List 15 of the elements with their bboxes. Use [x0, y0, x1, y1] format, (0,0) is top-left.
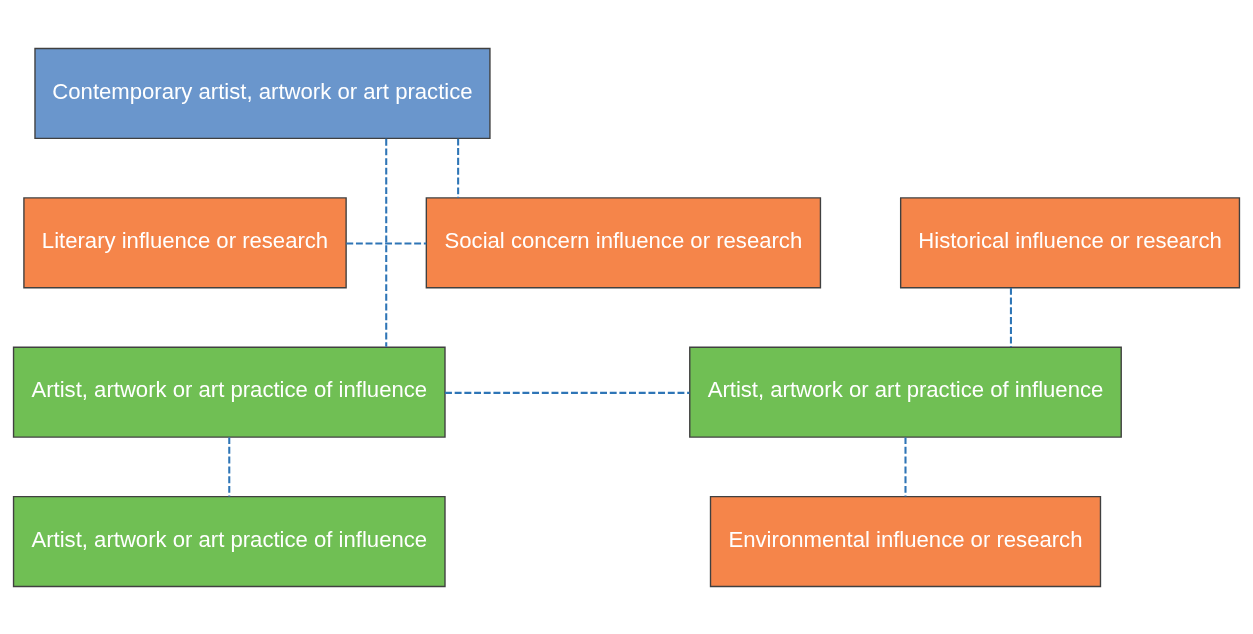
connector [346, 242, 427, 245]
connector [228, 436, 231, 496]
node-box: Artist, artwork or art practice of influence [689, 346, 1122, 438]
node-box: Social concern influence or research [425, 196, 822, 288]
connector [1009, 287, 1012, 347]
connector [457, 138, 460, 198]
node-box: Artist, artwork or art practice of influence [12, 346, 446, 438]
node-box: Environmental influence or research [709, 495, 1102, 587]
node-box: Contemporary artist, artwork or art practice [34, 47, 491, 139]
node-box: Historical influence or research [899, 196, 1241, 288]
node-box: Artist, artwork or art practice of influence [12, 495, 446, 587]
node-box: Literary influence or research [23, 196, 347, 288]
connector [385, 138, 388, 347]
connector [445, 391, 690, 394]
connector [904, 436, 907, 496]
